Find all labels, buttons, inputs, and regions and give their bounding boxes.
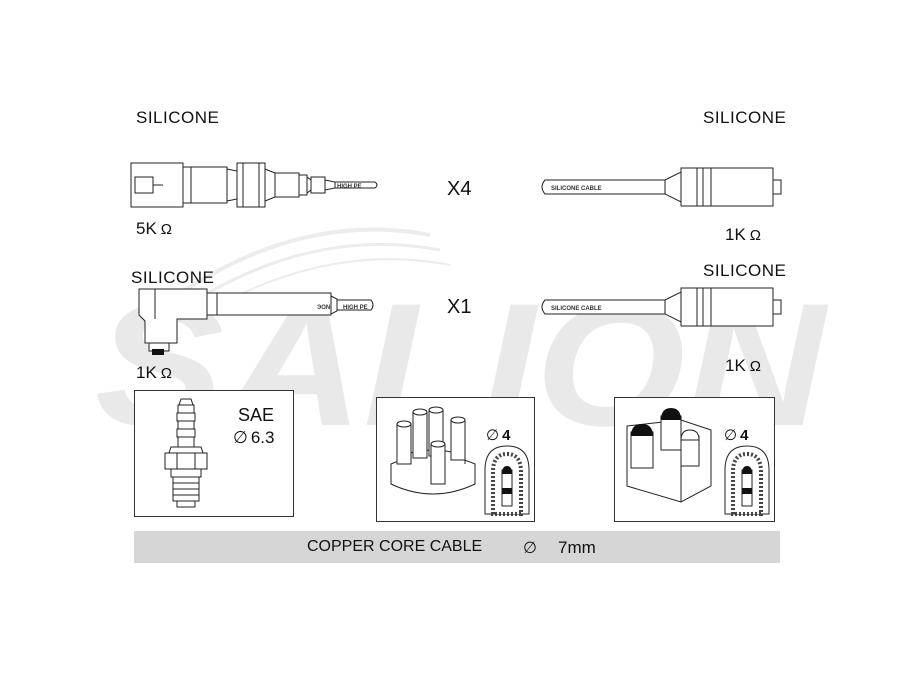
size-value: 4 [502,427,511,444]
cable-top-left: HIGH PE [130,162,378,208]
cable-print-silicone: SILICONE CABLE [551,186,602,192]
diameter-symbol: ∅ [724,427,738,444]
cable-print-high-mirrored: ЭОN [317,305,330,311]
cable-spec-banner: COPPER CORE CABLE ∅ 7mm [134,531,780,563]
ohm-symbol: Ω [160,221,173,238]
ohm-symbol: Ω [749,227,762,244]
cable-top-right: SILICONE CABLE [541,167,782,207]
diameter-symbol: ∅ [523,540,537,557]
resistance-value: 1K [725,225,746,244]
resistance-value: 5K [136,219,157,238]
distributor-size: ∅4 [486,426,510,444]
terminal-boot-detail [484,445,530,516]
distributor-cap-illustration [390,406,476,495]
ignition-coil-illustration [626,408,712,503]
size-value: 4 [740,427,749,444]
quantity-top: X4 [447,178,472,200]
ohm-symbol: Ω [160,365,173,382]
cable-print-high: HIGH PE [343,305,368,311]
resistance-value: 1K [725,356,746,375]
size-value: 6.3 [250,428,275,447]
cable-mid-right: SILICONE CABLE [541,287,782,327]
ohm-symbol: Ω [749,358,762,375]
cable-print-silicone: SILICONE CABLE [551,306,602,312]
label-top-right: SILICONE [703,108,787,127]
label-top-left: SILICONE [136,108,220,127]
spark-plug-standard: SAE [238,405,275,425]
diameter-symbol: ∅ [486,427,500,444]
diameter-symbol: ∅ [233,428,248,447]
banner-text: COPPER CORE CABLE [307,538,483,555]
quantity-mid: X1 [447,296,472,318]
spark-plug-box: SAE ∅6.3 [134,390,294,517]
distributor-cap-box: ∅4 [376,397,535,522]
label-mid-left: SILICONE [131,268,215,287]
terminal-boot-detail [724,445,770,516]
ignition-coil-box: ∅4 [614,397,775,522]
resistance-value: 1K [136,363,157,382]
spark-plug-illustration [164,398,208,508]
spark-plug-size: ∅6.3 [233,428,274,448]
label-mid-right: SILICONE [703,261,787,280]
cable-print-high: HIGH PE [337,184,362,190]
coil-size: ∅4 [724,426,748,444]
banner-diameter: 7mm [558,538,596,557]
terminal-tip [152,349,164,355]
cable-mid-left: ЭОN HIGH PE [138,288,374,355]
